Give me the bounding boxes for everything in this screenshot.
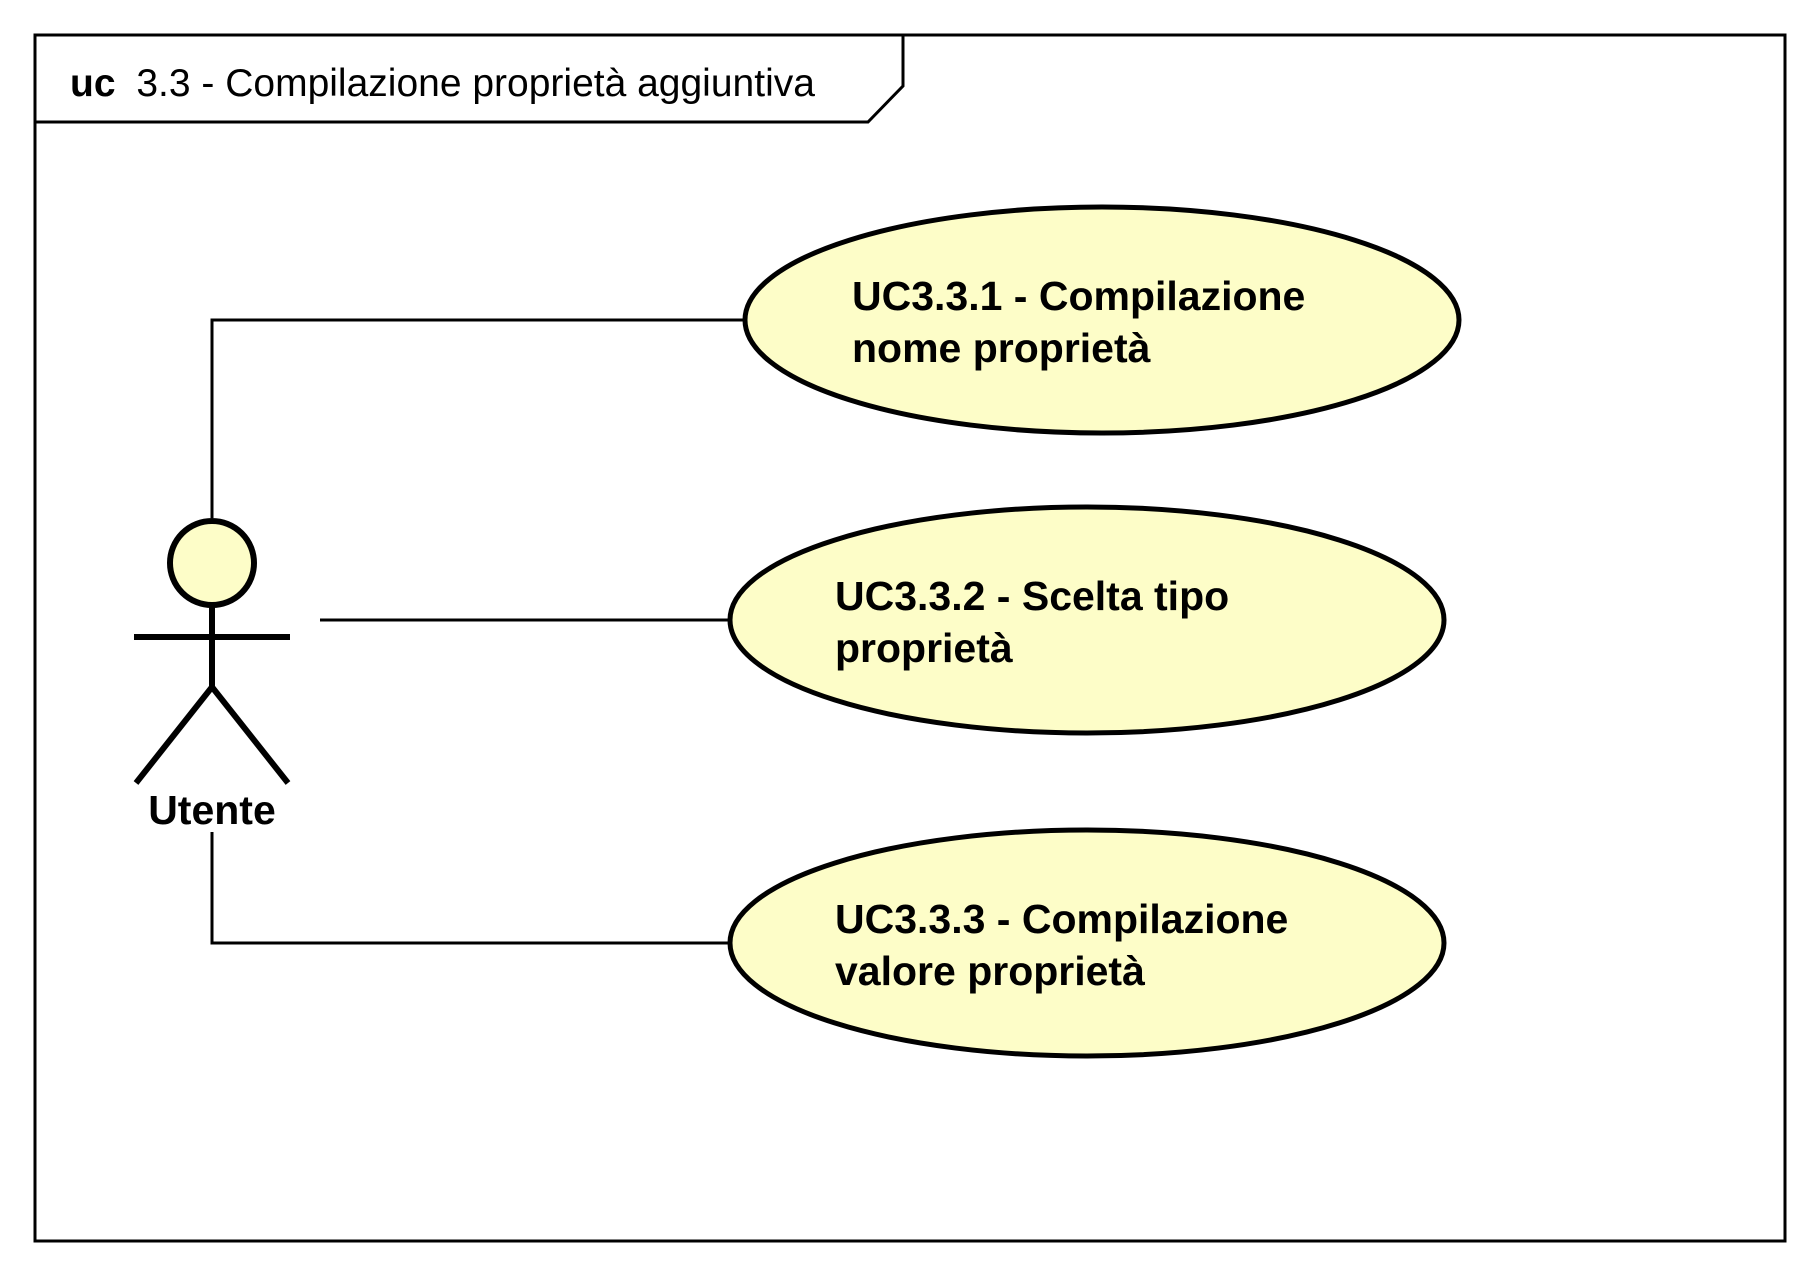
actor-utente[interactable] [133,518,291,785]
use-case-label-line1: UC3.3.1 - Compilazione [852,273,1305,319]
use-case-label-line1: UC3.3.3 - Compilazione [835,896,1288,942]
use-case-uc-3-3-2[interactable]: UC3.3.2 - Scelta tipo proprietà [727,504,1447,736]
frame-title-text: 3.3 - Compilazione proprietà aggiuntiva [136,62,815,105]
use-case-ellipse [727,504,1447,736]
use-case-label: UC3.3.1 - Compilazione nome proprietà [852,273,1317,371]
associations [210,318,745,945]
use-case-label: UC3.3.3 - Compilazione valore proprietà [835,896,1300,994]
actor-head [167,518,257,608]
actor-right-leg [209,685,291,785]
association-uc-3-3-1[interactable] [210,318,745,518]
use-case-label: UC3.3.2 - Scelta tipo proprietà [835,573,1241,671]
frame-keyword: uc [70,62,116,105]
frame-name-tab [35,35,905,124]
use-case-uc-3-3-1[interactable]: UC3.3.1 - Compilazione nome proprietà [742,204,1462,436]
use-case-label-line2: valore proprietà [835,948,1145,994]
actor-left-leg [133,685,215,785]
use-case-label-line2: nome proprietà [852,325,1151,371]
association-uc-3-3-3[interactable] [210,832,728,945]
use-case-ellipse [742,204,1462,436]
use-case-label-line2: proprietà [835,625,1013,671]
frame-title: uc 3.3 - Compilazione proprietà aggiunti… [70,62,815,105]
use-case-uc-3-3-3[interactable]: UC3.3.3 - Compilazione valore proprietà [727,827,1447,1059]
use-case-label-line1: UC3.3.2 - Scelta tipo [835,573,1229,619]
actor-label: Utente [148,787,276,833]
use-case-ellipse [727,827,1447,1059]
